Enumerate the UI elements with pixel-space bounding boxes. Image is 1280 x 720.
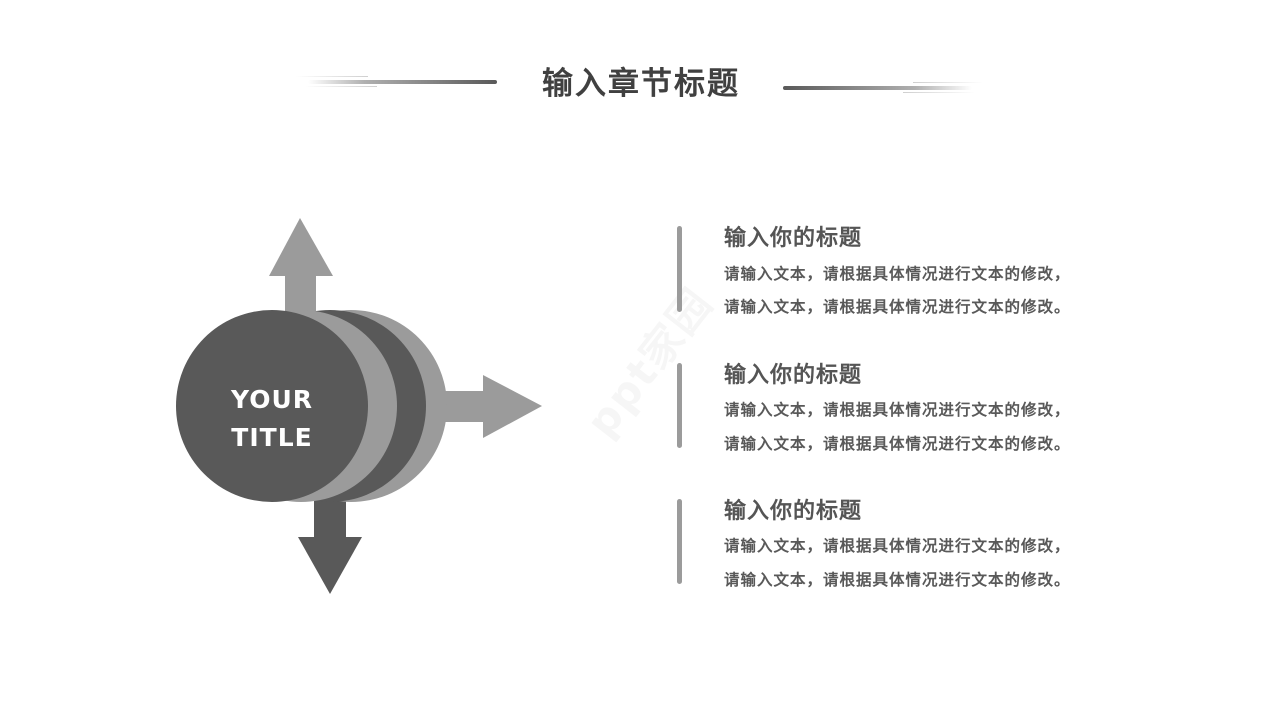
title-deco-left-bar <box>308 80 497 84</box>
item-3-accent-bar <box>677 499 682 584</box>
center-label-line-2: TITLE <box>231 423 313 452</box>
item-3-body-line-2: 请输入文本，请根据具体情况进行文本的修改。 <box>724 571 1071 589</box>
circle-main <box>176 310 368 502</box>
slide-title: 输入章节标题 <box>542 66 740 102</box>
title-deco-right-thin-line-2 <box>903 92 975 93</box>
item-2-title: 输入你的标题 <box>724 363 863 388</box>
center-label-line-1: YOUR <box>230 385 313 414</box>
title-deco-left-thin-line-1 <box>296 76 368 77</box>
item-2-accent-bar <box>677 363 682 448</box>
item-2-body-line-1: 请输入文本，请根据具体情况进行文本的修改， <box>724 401 1071 419</box>
item-1-title: 输入你的标题 <box>724 226 863 251</box>
title-deco-right-bar <box>783 86 972 90</box>
item-1-body-line-2: 请输入文本，请根据具体情况进行文本的修改。 <box>724 298 1071 316</box>
title-deco-right-thin-line-1 <box>913 82 983 83</box>
item-1-accent-bar <box>677 226 682 312</box>
item-2-body-line-2: 请输入文本，请根据具体情况进行文本的修改。 <box>724 435 1071 453</box>
item-3-title: 输入你的标题 <box>724 499 863 524</box>
item-3-body-line-1: 请输入文本，请根据具体情况进行文本的修改， <box>724 537 1071 555</box>
item-1-body-line-1: 请输入文本，请根据具体情况进行文本的修改， <box>724 265 1071 283</box>
title-deco-left-thin-line-2 <box>305 86 377 87</box>
